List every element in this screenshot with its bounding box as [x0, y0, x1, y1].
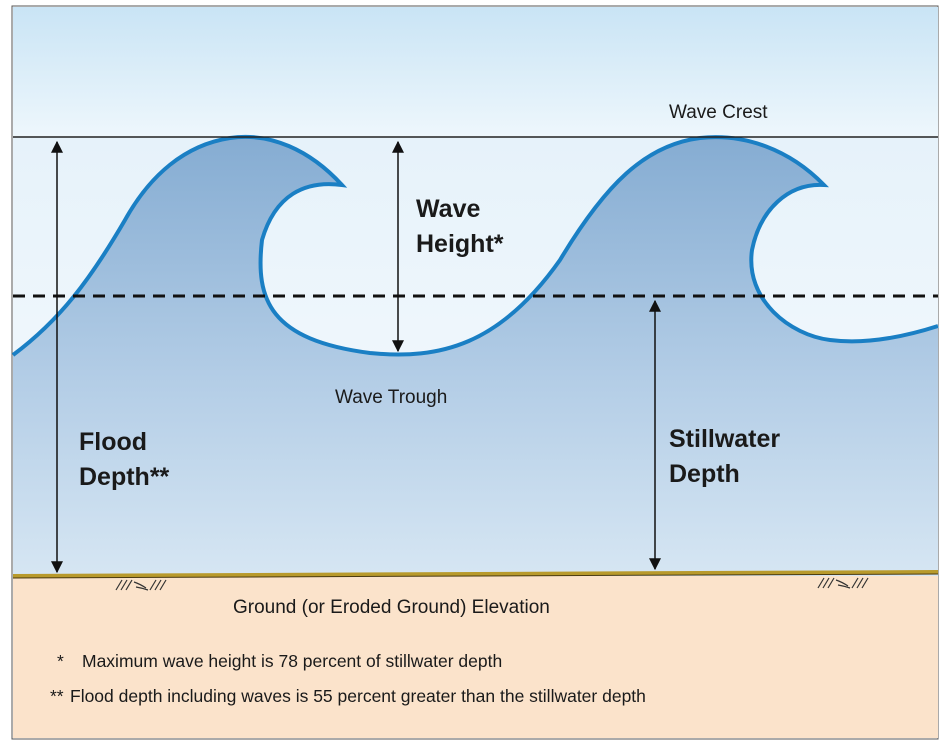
ground-line-shadow [12, 573, 939, 579]
footnote-1-text: Maximum wave height is 78 percent of sti… [82, 651, 502, 671]
sky-band [13, 7, 938, 137]
ground-label: Ground (or Eroded Ground) Elevation [233, 597, 550, 618]
flood-depth-label-1: Flood [79, 428, 147, 456]
wave-crest-label: Wave Crest [669, 102, 768, 123]
footnote-2-text: Flood depth including waves is 55 percen… [70, 686, 646, 706]
ground-area [13, 576, 938, 738]
wave-height-label-2: Height* [416, 230, 504, 258]
wave-shape [13, 136, 938, 576]
stillwater-depth-label-2: Depth [669, 460, 740, 488]
footnote-1-marker: * [57, 651, 64, 671]
ground-hatch-left [115, 579, 167, 591]
footnote-2-marker: ** [50, 686, 64, 706]
ground-line [12, 570, 939, 578]
wave-trough-label: Wave Trough [335, 387, 447, 408]
ground-hatch-right [817, 577, 869, 589]
stillwater-depth-label-1: Stillwater [669, 425, 780, 453]
wave-height-label-1: Wave [416, 195, 480, 223]
wave-outline [11, 134, 939, 357]
flood-depth-label-2: Depth** [79, 463, 170, 491]
